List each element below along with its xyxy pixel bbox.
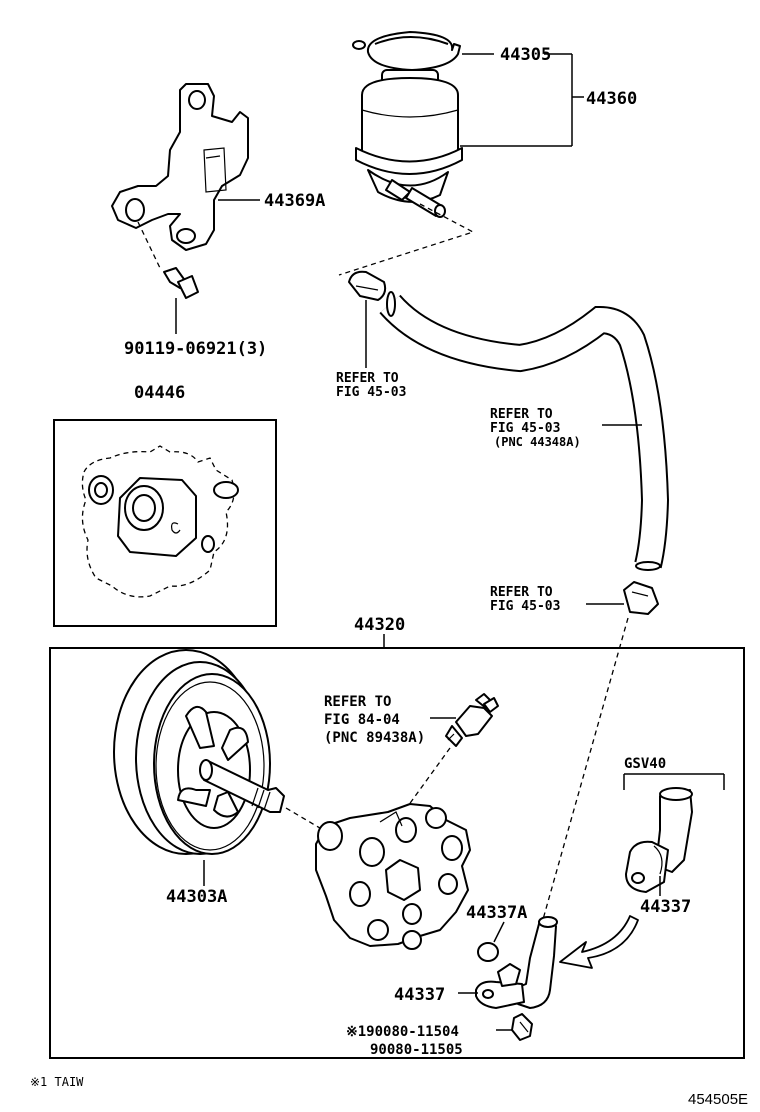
label-refer-clamp-top-line1: REFER TO [336, 371, 399, 386]
label-bracket: 44369A [264, 191, 325, 211]
footnote: ※1 TAIW [30, 1075, 84, 1089]
oring-leader [493, 921, 505, 943]
gsv40-bracket-lines [623, 773, 725, 790]
reservoir-leader-lines [460, 53, 584, 147]
pump-assembly-box [49, 647, 745, 1059]
union-right-drawing [625, 787, 693, 893]
bolt-drawing [163, 267, 199, 299]
gasket-kit-drawing [81, 445, 239, 598]
label-refer-clamp-bottom-line1: REFER TO [490, 585, 553, 600]
label-union-bolt-a: ※190080-11504 [346, 1024, 459, 1040]
label-pump-assembly: 44320 [354, 615, 405, 635]
label-cap: 44305 [500, 45, 551, 65]
clamp-top-drawing [348, 270, 387, 301]
bracket-bolt-dashed-line [137, 221, 161, 269]
pump-body-drawing [315, 803, 471, 950]
label-pulley: 44303A [166, 887, 227, 907]
label-refer-sensor-line2: FIG 84-04 [324, 712, 400, 728]
label-refer-hose-line3: (PNC 44348A) [494, 435, 581, 449]
reservoir-body-drawing [355, 69, 463, 218]
reservoir-to-clamp-dashed-line [338, 203, 475, 276]
pulley-drawing [113, 649, 285, 855]
clamp-bottom-drawing [623, 581, 659, 615]
union-bolt-drawing [511, 1013, 533, 1041]
sensor-to-pump-dashed-line [407, 747, 451, 807]
label-union-right: 44337 [640, 897, 691, 917]
label-refer-clamp-bottom-line2: FIG 45-03 [490, 599, 560, 614]
union-left-drawing [475, 916, 558, 1009]
label-refer-sensor-line1: REFER TO [324, 694, 391, 710]
label-union-left: 44337 [394, 985, 445, 1005]
oring-drawing [477, 942, 499, 962]
arrow-icon [559, 915, 639, 969]
gasket-kit-box [53, 419, 277, 627]
reservoir-cap-drawing [352, 31, 461, 71]
label-union-bolt-b: 90080-11505 [370, 1042, 463, 1058]
label-gsv40: GSV40 [624, 756, 666, 772]
label-reservoir: 44360 [586, 89, 637, 109]
label-refer-clamp-top-line2: FIG 45-03 [336, 385, 406, 400]
bracket-drawing [111, 83, 249, 251]
pressure-switch-drawing [445, 693, 499, 747]
label-refer-sensor-line3: (PNC 89438A) [324, 730, 425, 746]
label-oring: 44337A [466, 903, 527, 923]
label-refer-hose-line2: FIG 45-03 [490, 421, 560, 436]
label-gasket-kit: 04446 [134, 383, 185, 403]
clamp-to-union-dashed-line [539, 617, 629, 931]
label-refer-hose-line1: REFER TO [490, 407, 553, 422]
label-bolt: 90119-06921(3) [124, 339, 267, 359]
figure-code: 454505E [688, 1091, 748, 1108]
